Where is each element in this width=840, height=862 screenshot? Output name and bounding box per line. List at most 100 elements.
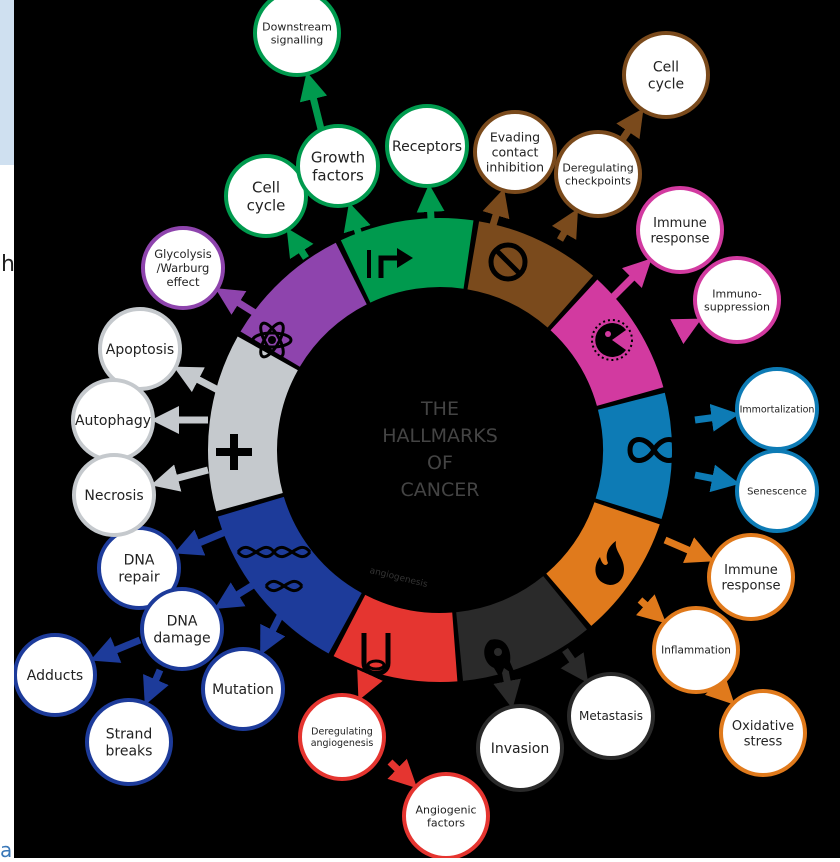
node-label: Necrosis [84,488,143,504]
node-circle [224,154,308,238]
node-circle [85,698,173,786]
node-circle [476,704,564,792]
hallmark-arrow [143,668,169,706]
hallmark-arrow [150,464,209,492]
node-circle [141,226,225,310]
node-circle [296,124,380,208]
hallmark-arrow [387,758,418,789]
node-label: Invasion [491,741,550,757]
hallmark-node: Immortalization [735,367,819,451]
hallmark-node: Senescence [735,449,819,533]
arrow-icon [367,248,413,278]
cross-icon [216,434,252,470]
hallmark-segment-metabolism [240,242,367,367]
hallmark-arrow [694,403,740,432]
dna-icon [236,545,312,593]
node-circle [298,693,386,781]
node-circle [622,31,710,119]
node-label: Metastasis [579,709,643,723]
node-label: Immuno-suppression [704,287,770,313]
hallmark-arrow [174,526,232,556]
node-label: Receptors [392,139,462,155]
node-circle [652,606,740,694]
hallmark-arrow [551,208,579,242]
node-label: Senescence [747,487,807,498]
node-circle [140,587,224,671]
hallmark-node: Immuno-suppression [693,256,781,344]
node-circle [636,186,724,274]
node-circle [402,772,490,858]
background-text-fragment: h [1,252,15,277]
hallmark-arrow [663,536,715,563]
hallmark-arrow [635,594,667,624]
prohibition-icon [488,242,528,282]
node-circle [554,130,642,218]
center-title-line: THE [420,398,459,420]
hallmark-arrow [694,464,740,493]
node-circle [473,110,557,194]
node-circle [253,0,341,77]
node-circle [201,647,285,731]
hallmark-arrow [173,366,220,394]
hallmark-arrow [670,318,702,345]
center-title-line: HALLMARKS [382,425,498,447]
flame-icon [595,541,624,585]
hallmarks-diagram: THE HALLMARKS OF CANCER angiogenesis Gly… [14,0,840,858]
node-circle [567,672,655,760]
hallmark-node: Metastasis [567,672,655,760]
hallmark-arrow [299,71,328,134]
node-label: Inflammation [661,645,731,657]
hallmark-segment-genome-instability [217,496,362,654]
hallmark-node: Inflammation [652,606,740,694]
pacman-icon [591,319,633,361]
cell-icon [484,639,516,678]
hallmark-arrow [493,669,521,709]
node-circle [719,689,807,777]
hallmark-node: Necrosis [72,453,156,537]
node-label: Mutation [212,682,274,698]
infinity-icon [627,437,681,463]
background-link-fragment: a [0,838,13,862]
hallmark-node: Apoptosis [98,307,182,391]
node-label: Immortalization [740,404,815,415]
hallmark-arrow [90,636,142,663]
hallmark-arrow [616,108,644,142]
center-title-line: OF [427,452,453,474]
node-circle [385,104,469,188]
hallmark-arrow [607,258,652,303]
hallmark-node: Adducts [14,633,97,717]
vessel-icon [361,633,391,676]
center-title-line: CANCER [401,479,480,501]
hallmark-node: Autophagy [71,378,155,462]
hallmark-arrow [705,675,735,705]
node-label: Adducts [27,668,83,684]
hallmark-node: Mutation [201,647,285,731]
hallmark-arrow [286,227,314,260]
hallmark-node: Invasion [476,704,564,792]
